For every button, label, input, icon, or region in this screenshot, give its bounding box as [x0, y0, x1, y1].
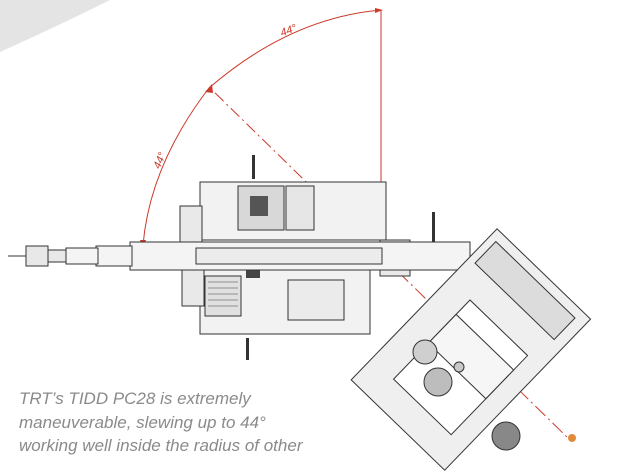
vent-lines — [208, 281, 238, 307]
lower-angle-arc — [142, 87, 210, 246]
rear-wheel-2 — [423, 367, 453, 397]
corner-decoration — [0, 0, 110, 52]
control-dark — [246, 268, 260, 278]
rear-wheel-3 — [491, 421, 521, 451]
boom-section-3 — [65, 247, 99, 265]
upper-angle-label: 44° — [279, 22, 299, 39]
boom — [65, 241, 471, 271]
arc-arrowhead-upper — [375, 8, 383, 13]
upper-angle-arc — [208, 9, 382, 89]
rear-wheel-1 — [412, 339, 438, 365]
boom-section-2 — [95, 245, 133, 267]
boom-inner-stripe — [195, 247, 383, 265]
caption: TRT’s TIDD PC28 is extremely maneuverabl… — [19, 387, 359, 458]
caption-line-3: working well inside the radius of other — [19, 436, 303, 455]
vent-block — [204, 275, 242, 317]
boom-tip-hook — [8, 245, 67, 267]
left-panel-upper — [179, 205, 203, 247]
hood-panel — [287, 279, 345, 321]
deck-grille — [474, 240, 576, 341]
cab-seat-dark — [250, 196, 268, 216]
caption-line-1: TRT’s TIDD PC28 is extremely — [19, 389, 251, 408]
caption-line-2: maneuverable, slewing up to 44° — [19, 412, 266, 432]
orange-marker — [568, 434, 576, 442]
arc-arrowhead-mid — [205, 84, 213, 93]
rear-light — [453, 361, 465, 373]
cab-door — [285, 185, 315, 231]
lower-angle-label: 44° — [151, 150, 169, 170]
mast-posts — [246, 155, 435, 360]
left-panel-lower — [181, 265, 205, 307]
